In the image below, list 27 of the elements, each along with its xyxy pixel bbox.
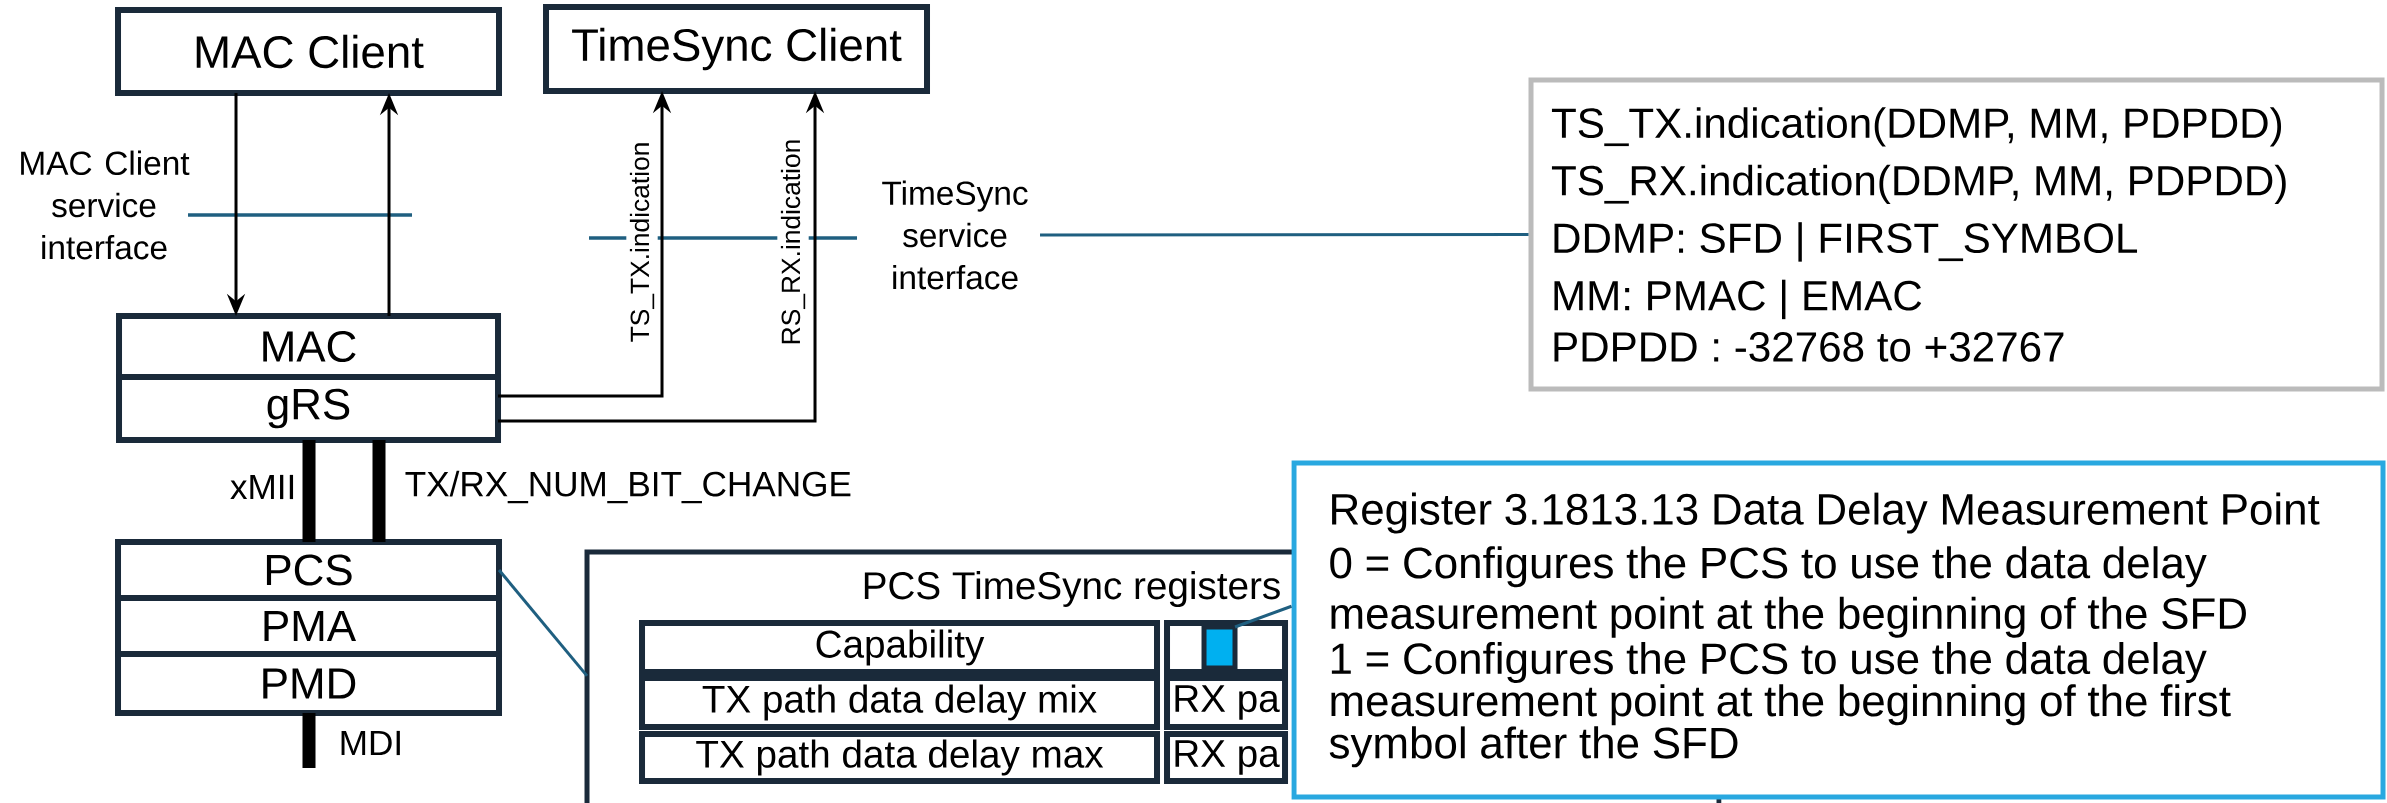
- edge-label: MDI: [341, 730, 400, 756]
- connector-line: [1234, 604, 1293, 629]
- bus-bar: [302, 440, 316, 542]
- connector-line: [497, 569, 589, 677]
- register-bit-marker: [1201, 624, 1238, 671]
- bus-bar: [372, 440, 386, 542]
- edge-label: TS_TX.indication: [626, 138, 658, 346]
- client-box: TimeSync Client: [543, 4, 930, 94]
- register-cell: Capability: [639, 620, 1160, 675]
- edge-label: xMII: [230, 474, 294, 500]
- layer-box: gRS: [116, 374, 501, 443]
- edge-label: RS_RX.indication: [777, 135, 809, 349]
- register-callout: Register 3.1813.13 Data Delay Measurement Point 0 = Configures the PCS to use the data delay measurement point at the beginning of the SFD 1 = Configures the PCS to use the data delay measurement point at the beginning of the first symbol after the SFD: [1291, 460, 2386, 800]
- primitive-list-box: TS_TX.indication(DDMP, MM, PDPDD) TS_RX.indication(DDMP, MM, PDPDD) DDMP: SFD | FIRST_SYMBOL MM: PMAC | EMAC PDPDD : -32768 to +32767: [1528, 77, 2385, 392]
- connector-line: [1040, 233, 1529, 237]
- interface-label: MAC Client service interface: [21, 150, 190, 260]
- register-cell: RX pa: [1164, 731, 1288, 784]
- layer-box: MAC: [116, 313, 501, 380]
- interface-label: TimeSync service interface: [882, 180, 1028, 290]
- register-cell: RX pa: [1164, 675, 1288, 730]
- layer-box: PMA: [115, 595, 502, 657]
- register-cell: TX path data delay max: [639, 731, 1160, 784]
- client-box: MAC Client: [115, 7, 502, 96]
- bus-bar: [302, 713, 316, 768]
- edge-label: TX/RX_NUM_BIT_CHANGE: [405, 470, 851, 504]
- layer-box: PMD: [115, 651, 502, 716]
- register-cell: TX path data delay mix: [639, 675, 1160, 730]
